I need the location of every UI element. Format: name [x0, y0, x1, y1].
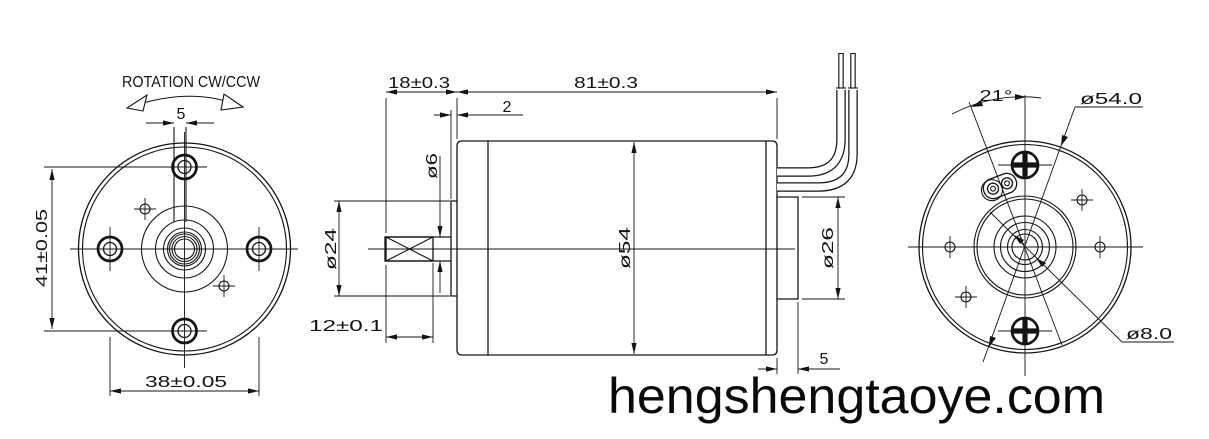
knurl-length-label: 12±0.1	[309, 318, 383, 335]
terminal-angle-dimension	[951, 94, 1063, 346]
boss-step-label: 2	[503, 99, 512, 116]
body-length-label: 81±0.3	[574, 75, 638, 92]
front-horizontal-spacing-label: 38±0.05	[145, 374, 227, 391]
rear-diameter-dimension	[802, 196, 845, 300]
rear-hub-ring	[1006, 228, 1044, 266]
rear-screw-top	[998, 150, 1052, 180]
rear-cap-circle	[973, 195, 1077, 299]
rotation-arrow	[125, 93, 245, 112]
front-mounting-hole-bottom	[162, 317, 207, 345]
rear-hub-ring	[993, 215, 1057, 279]
boss-diameter-dimension	[334, 200, 450, 297]
body-diameter-label: ø54	[617, 227, 634, 269]
front-hub-ring	[140, 205, 229, 293]
front-view: ROTATION CW/CCW 5 41±0.05 38±0.05	[34, 74, 298, 396]
shaft-knurl	[385, 236, 434, 262]
body-length-dimension	[457, 89, 778, 139]
front-vertical-spacing-label: 41±0.05	[34, 209, 51, 287]
front-outer-inner-rim	[81, 146, 288, 352]
rear-cap-length-label: 5	[820, 351, 829, 368]
rear-outer-diameter-leader	[982, 106, 1143, 363]
rear-outer-diameter-label: ø54.0	[1080, 91, 1142, 108]
front-horizontal-spacing-dimension	[109, 337, 260, 396]
rear-hub-ring	[1011, 233, 1039, 261]
shaft-hole-diameter-leader	[989, 211, 1174, 343]
front-bearing-ring	[166, 231, 203, 267]
rear-outer-circle	[918, 140, 1132, 354]
rear-diameter-label: ø26	[820, 227, 837, 269]
rear-cap-length-dimension	[758, 302, 840, 374]
rear-pilot-hole	[1071, 189, 1093, 211]
shaft-length-label: 18±0.3	[388, 75, 450, 92]
rear-hub-ring	[999, 221, 1051, 273]
motor-body-outline	[456, 140, 778, 356]
front-bearing-ring	[171, 235, 198, 263]
front-vertical-spacing-dimension	[44, 166, 172, 332]
front-boss	[450, 200, 458, 297]
shaft-hole-diameter-label: ø8.0	[1126, 326, 1172, 343]
rear-cap-outline	[776, 196, 799, 300]
rear-view: 21° ø54.0 ø8.0	[908, 88, 1174, 376]
knurl-length-dimension	[385, 263, 434, 343]
side-view: 18±0.3 81±0.3 2 ø6 ø24 ø54 ø26 12±0.1 5	[309, 53, 858, 374]
shaft-diameter-label: ø6	[424, 153, 441, 179]
terminal-connector	[980, 172, 1018, 202]
lead-wires	[777, 53, 858, 192]
rear-screw-bottom	[998, 316, 1052, 346]
rear-outer-inner-rim	[921, 143, 1129, 351]
front-bearing-ring	[168, 233, 201, 265]
rotation-arrowhead-left	[125, 93, 148, 112]
rear-mounting-hole-left	[939, 236, 961, 258]
watermark-text: hengshengtaoye.com	[608, 368, 1105, 424]
terminal-angle-label: 21°	[980, 88, 1013, 105]
front-mounting-hole-right	[245, 227, 273, 271]
rear-mounting-hole-right	[1089, 236, 1111, 258]
rotation-arrowhead-right	[220, 93, 245, 111]
front-mounting-hole-left	[96, 227, 124, 271]
rear-pilot-hole	[955, 286, 977, 308]
boss-diameter-label: ø24	[323, 228, 340, 270]
front-hub-ring	[154, 219, 215, 279]
front-slot-width-label: 5	[177, 106, 186, 123]
boss-step-dimension	[434, 110, 523, 199]
rotation-label: ROTATION CW/CCW	[122, 74, 261, 91]
rear-cap-circle-inner	[976, 198, 1074, 296]
front-shaft-circle	[173, 238, 196, 260]
front-pilot-hole	[213, 275, 235, 297]
front-pilot-hole	[134, 198, 156, 220]
shaft-length-dimension	[385, 89, 458, 233]
front-hub-ring	[162, 227, 207, 271]
front-outer-circle	[77, 142, 292, 356]
